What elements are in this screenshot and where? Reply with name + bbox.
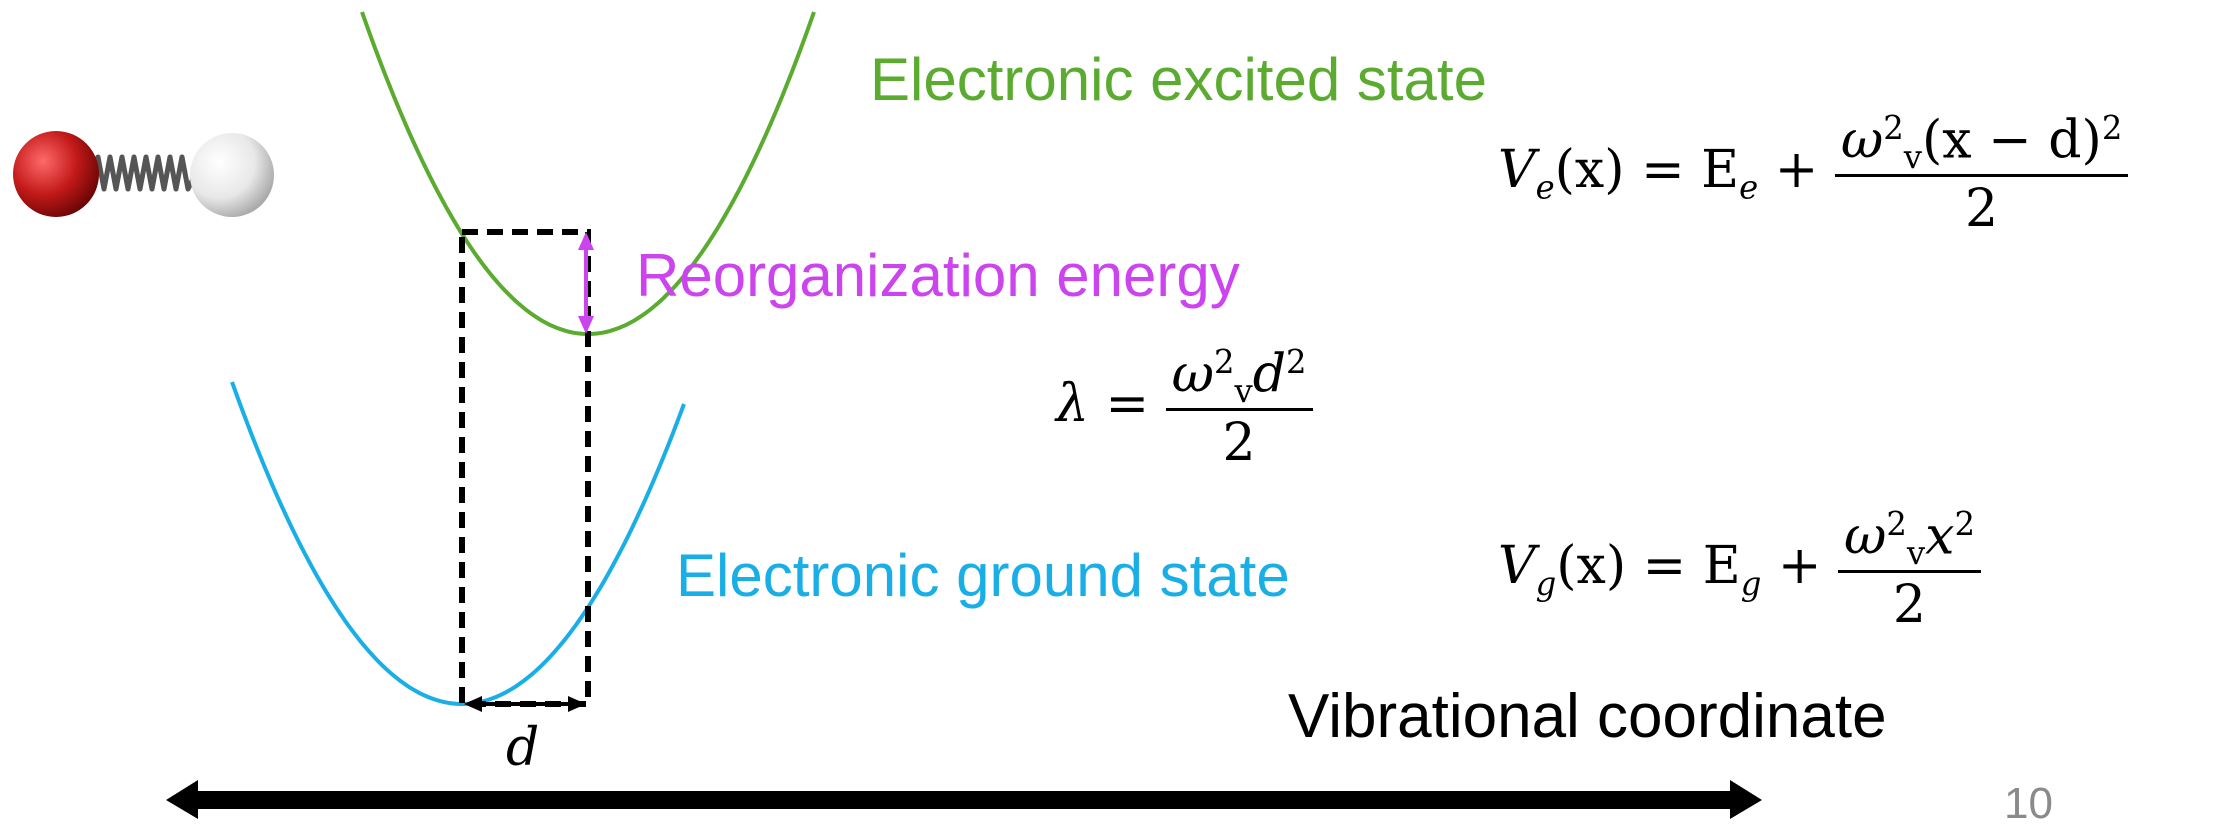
diatomic-molecule-spring-icon [13,131,274,217]
page-number: 10 [2004,779,2053,828]
oxygen-atom-icon [13,131,99,217]
reorganization-energy-label: Reorganization energy [636,242,1240,309]
excited-state-label: Electronic excited state [870,46,1487,113]
displacement-label: d [506,718,540,778]
hydrogen-atom-icon [190,133,274,217]
spring-icon [85,154,199,192]
ground-state-label: Electronic ground state [676,542,1290,609]
displacement-arrow [464,696,586,712]
ground-state-curve [230,381,686,706]
reorganization-energy-arrow [578,232,594,334]
vibrational-coordinate-label: Vibrational coordinate [1288,682,1887,751]
vibrational-coordinate-axis [166,780,1762,819]
